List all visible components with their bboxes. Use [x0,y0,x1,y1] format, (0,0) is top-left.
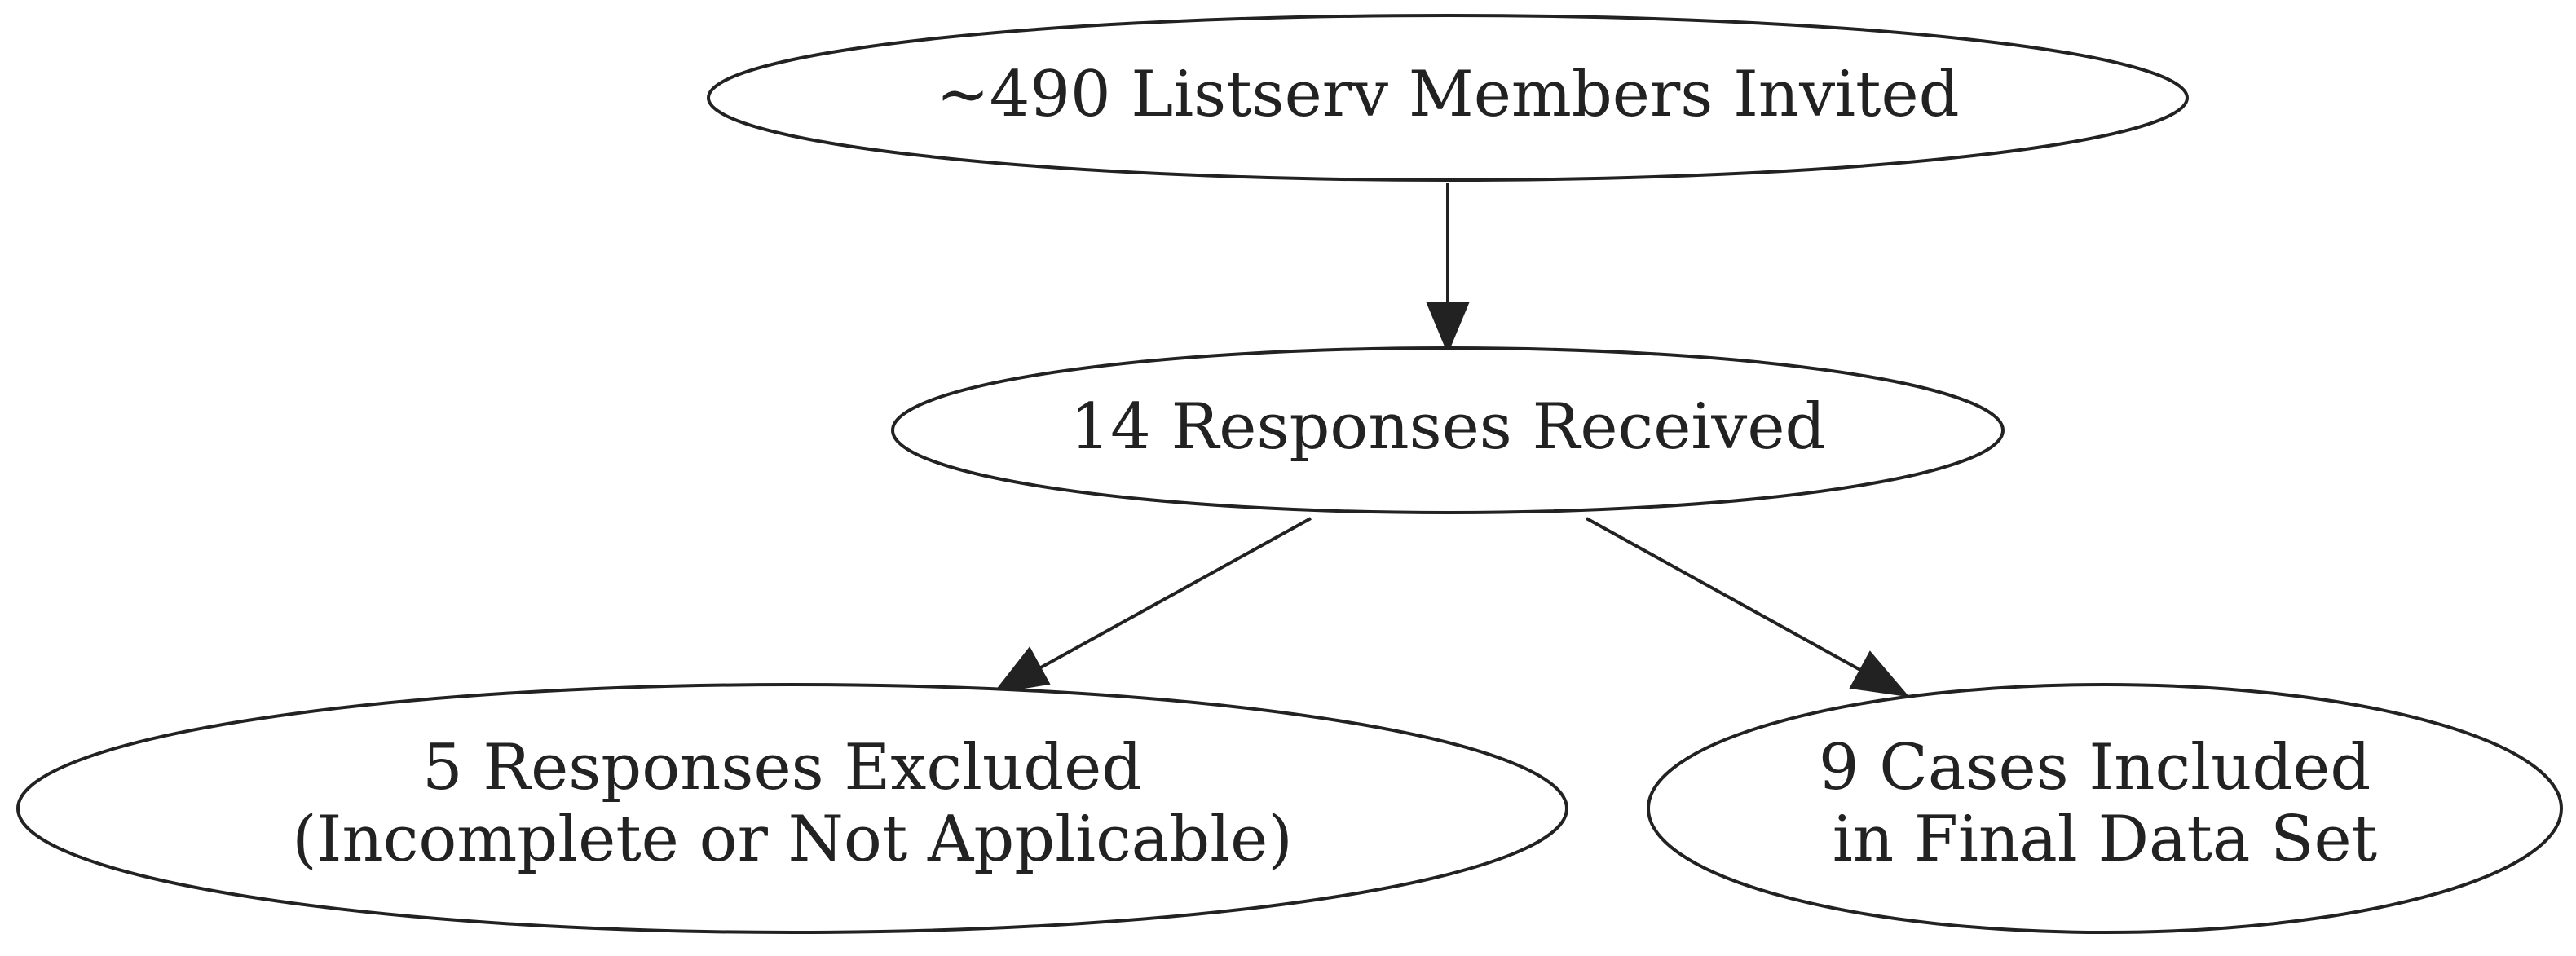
node-included-line-2: in Final Data Set [1833,803,2377,876]
node-received-line-1: 14 Responses Received [1070,390,1826,464]
node-invited: ~490 Listserv Members Invited [707,14,2189,182]
node-included: 9 Cases Included in Final Data Set [1647,683,2563,934]
node-invited-label: ~490 Listserv Members Invited [936,58,1959,131]
node-invited-shape [707,14,2189,182]
node-received-label: 14 Responses Received [1070,390,1826,464]
node-received: 14 Responses Received [891,346,2005,514]
node-included-label: 9 Cases Included in Final Data Set [1819,731,2391,876]
node-excluded: 5 Responses Excluded (Incomplete or Not … [16,683,1568,934]
node-invited-line-1: ~490 Listserv Members Invited [936,58,1959,131]
edge-invited-to-received [1426,183,1470,355]
node-excluded-shape [16,683,1568,934]
node-excluded-label: 5 Responses Excluded (Incomplete or Not … [292,731,1293,876]
edge-received-to-excluded [992,517,1312,694]
node-excluded-line-2: (Incomplete or Not Applicable) [292,803,1293,876]
node-received-shape [891,346,2005,514]
edge-received-to-included [1586,517,1910,698]
node-included-shape [1647,683,2563,934]
edges [992,183,1910,698]
node-excluded-line-1: 5 Responses Excluded [422,731,1142,804]
node-included-line-1: 9 Cases Included [1819,731,2371,804]
